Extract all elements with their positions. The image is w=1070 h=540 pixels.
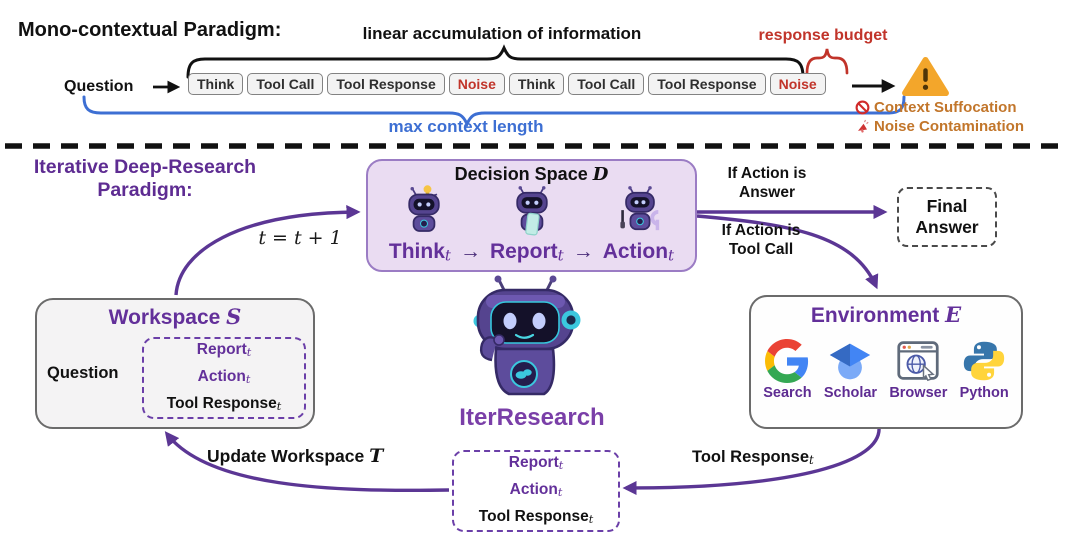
warning-list: Context Suffocation Noise Contamination bbox=[855, 98, 1024, 136]
environment-title-text: Environment bbox=[810, 304, 940, 327]
report-robot-icon bbox=[515, 186, 548, 236]
decision-space-box: Decision Space D bbox=[366, 159, 697, 272]
sequence-box-tool-response-2: Tool Response bbox=[648, 73, 766, 95]
prohibited-icon bbox=[855, 100, 870, 115]
state-action-item: Actiont bbox=[509, 480, 563, 499]
iter-paradigm-title-line2: Paradigm: bbox=[97, 179, 193, 201]
tool-browser: Browser bbox=[889, 339, 947, 401]
google-search-icon bbox=[765, 339, 809, 383]
tool-response-edge-label: Tool Responset bbox=[692, 448, 814, 467]
warning-text: Noise Contamination bbox=[874, 118, 1025, 135]
step-arrow-icon: → bbox=[459, 240, 481, 264]
decision-steps: Thinkt → Reportt → Actiont bbox=[368, 240, 695, 265]
step-arrow-icon: → bbox=[572, 240, 594, 264]
iteration-state-box: Reportt Actiont Tool Responset bbox=[452, 450, 620, 532]
browser-icon bbox=[897, 341, 939, 382]
python-icon bbox=[963, 341, 1005, 381]
action-robot-icon bbox=[619, 186, 659, 231]
response-budget-brace bbox=[805, 48, 849, 75]
google-scholar-icon bbox=[830, 343, 871, 380]
sequence-box-noise-2: Noise bbox=[769, 73, 826, 95]
step-action: Actiont bbox=[602, 240, 675, 265]
tool-scholar: Scholar bbox=[824, 339, 877, 401]
context-sequence: Think Tool Call Tool Response Noise Thin… bbox=[188, 73, 826, 95]
update-workspace-text: Update Workspace bbox=[207, 446, 365, 466]
sequence-box-tool-response-1: Tool Response bbox=[327, 73, 445, 95]
sequence-box-think-2: Think bbox=[508, 73, 565, 95]
final-answer-line2: Answer bbox=[915, 217, 979, 237]
tool-response-text: Tool Response bbox=[692, 448, 810, 466]
iter-paradigm-title-line1: Iterative Deep-Research bbox=[33, 156, 257, 178]
environment-symbol: E bbox=[945, 302, 962, 327]
tool-response-subscript: t bbox=[809, 453, 814, 468]
workspace-box: Workspace S Question Reportt Actiont Too… bbox=[35, 298, 315, 429]
tool-label-python: Python bbox=[959, 385, 1009, 401]
workspace-action-item: Actiont bbox=[197, 367, 251, 386]
mono-paradigm-title: Mono-contextual Paradigm: bbox=[18, 19, 282, 41]
sequence-box-think-1: Think bbox=[188, 73, 244, 95]
sequence-box-tool-call-1: Tool Call bbox=[247, 73, 324, 95]
workspace-question-label: Question bbox=[47, 364, 119, 382]
question-label: Question bbox=[64, 78, 134, 95]
branch-answer-line1: If Action is bbox=[727, 165, 807, 182]
iteration-update-label: t = t + 1 bbox=[258, 227, 342, 249]
sequence-box-noise-1: Noise bbox=[448, 73, 505, 95]
workspace-symbol: S bbox=[226, 304, 242, 329]
tool-label-browser: Browser bbox=[889, 385, 948, 401]
workspace-state-box: Reportt Actiont Tool Responset bbox=[142, 337, 306, 419]
workspace-tool-response-item: Tool Responset bbox=[166, 394, 282, 413]
branch-tool-line2: Tool Call bbox=[728, 241, 794, 258]
warning-text: Context Suffocation bbox=[874, 99, 1017, 116]
update-workspace-symbol: T bbox=[369, 445, 384, 467]
tool-label-search: Search bbox=[763, 385, 812, 401]
max-context-label: max context length bbox=[388, 117, 544, 136]
sequence-box-tool-call-2: Tool Call bbox=[568, 73, 645, 95]
decision-robots bbox=[368, 184, 695, 238]
final-answer-box: Final Answer bbox=[897, 187, 997, 247]
megaphone-icon bbox=[858, 119, 869, 133]
warning-triangle-icon bbox=[902, 56, 949, 97]
step-report: Reportt bbox=[489, 240, 564, 265]
workspace-report-item: Reportt bbox=[196, 340, 252, 359]
think-robot-icon bbox=[407, 185, 440, 232]
workspace-title: Workspace S bbox=[37, 304, 313, 330]
update-workspace-label: Update Workspace T bbox=[207, 445, 383, 467]
state-report-item: Reportt bbox=[508, 453, 564, 472]
branch-answer-line2: Answer bbox=[739, 184, 795, 201]
agent-name-label: IterResearch bbox=[459, 404, 605, 431]
decision-space-symbol: D bbox=[592, 164, 609, 185]
accumulation-label: linear accumulation of information bbox=[362, 24, 642, 43]
decision-space-title: Decision Space D bbox=[368, 164, 695, 185]
final-answer-line1: Final bbox=[926, 196, 968, 216]
decision-space-title-text: Decision Space bbox=[454, 164, 588, 184]
tool-python: Python bbox=[960, 339, 1009, 401]
environment-box: Environment E Search Scholar bbox=[749, 295, 1023, 429]
iter-paradigm-title: Iterative Deep-Research Paradigm: bbox=[20, 156, 270, 202]
tool-search: Search bbox=[763, 339, 812, 401]
response-budget-label: response budget bbox=[758, 27, 888, 44]
branch-answer-label: If Action is Answer bbox=[706, 164, 828, 202]
branch-tool-call-label: If Action is Tool Call bbox=[700, 221, 822, 259]
state-tool-response-item: Tool Responset bbox=[478, 507, 594, 526]
tool-label-scholar: Scholar bbox=[823, 385, 878, 401]
iterresearch-mascot bbox=[473, 275, 581, 396]
workspace-title-text: Workspace bbox=[108, 306, 221, 329]
arrow-workspace-to-decision bbox=[174, 204, 361, 296]
branch-tool-line1: If Action is bbox=[721, 222, 801, 239]
step-think: Thinkt bbox=[388, 240, 451, 265]
warning-noise-contamination: Noise Contamination bbox=[855, 117, 1024, 136]
warning-context-suffocation: Context Suffocation bbox=[855, 98, 1024, 117]
environment-title: Environment E bbox=[751, 302, 1021, 328]
environment-tools: Search Scholar bbox=[751, 339, 1021, 401]
